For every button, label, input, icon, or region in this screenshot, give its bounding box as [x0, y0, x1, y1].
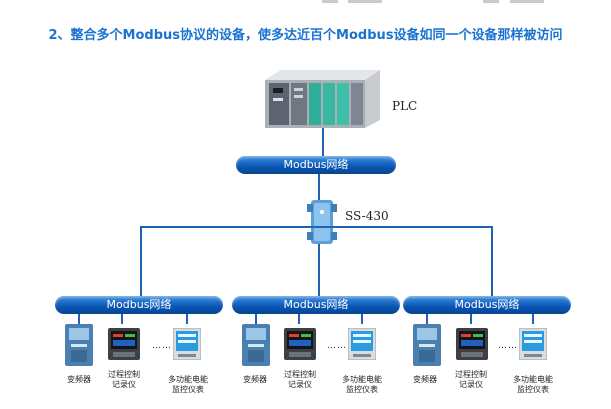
device-label-recorder: 过程控制 记录仪	[108, 370, 140, 389]
top-modbus-bus: Modbus网络	[236, 156, 396, 174]
group-1-stub-1	[78, 314, 80, 324]
more-devices-ellipsis: ……	[152, 341, 172, 351]
drop-wire-left	[140, 226, 142, 296]
plc-label: PLC	[392, 99, 418, 113]
device-label-inverter: 变频器	[243, 375, 267, 384]
diagram-heading: 2、整合多个Modbus协议的设备，使多达近百个Modbus设备如同一个设备那样…	[48, 28, 563, 43]
frequency-inverter-image	[413, 324, 441, 366]
process-recorder-image	[284, 328, 316, 360]
device-label-recorder: 过程控制 记录仪	[284, 370, 316, 389]
group-3-stub-1	[426, 314, 428, 324]
frequency-inverter-image	[242, 324, 270, 366]
group-1-stub-3	[186, 314, 188, 324]
group-1-stub-2	[121, 314, 123, 324]
bus-to-gateway-wire	[318, 174, 320, 201]
power-meter-image	[519, 328, 547, 360]
distribution-wire-horizontal	[140, 226, 493, 228]
device-label-power-meter: 多功能电能 监控仪表	[168, 375, 208, 394]
plc-rack-image	[265, 70, 380, 128]
device-label-power-meter: 多功能电能 监控仪表	[513, 375, 553, 394]
drop-wire-middle	[318, 244, 320, 296]
device-label-power-meter: 多功能电能 监控仪表	[342, 375, 382, 394]
gateway-label: SS-430	[345, 209, 389, 223]
process-recorder-image	[108, 328, 140, 360]
device-label-recorder: 过程控制 记录仪	[455, 370, 487, 389]
more-devices-ellipsis: ……	[327, 341, 347, 351]
plc-to-bus-wire	[322, 128, 324, 156]
cropped-top-strip	[0, 0, 611, 6]
process-recorder-image	[456, 328, 488, 360]
more-devices-ellipsis: ……	[498, 341, 518, 351]
ss430-gateway-image	[307, 200, 337, 244]
device-label-inverter: 变频器	[413, 375, 437, 384]
power-meter-image	[173, 328, 201, 360]
group-2-modbus-bus: Modbus网络	[232, 296, 400, 314]
group-1-modbus-bus: Modbus网络	[55, 296, 223, 314]
group-3-stub-2	[470, 314, 472, 324]
group-2-stub-1	[255, 314, 257, 324]
group-3-stub-3	[532, 314, 534, 324]
power-meter-image	[348, 328, 376, 360]
group-2-stub-3	[361, 314, 363, 324]
device-label-inverter: 变频器	[67, 375, 91, 384]
frequency-inverter-image	[65, 324, 93, 366]
group-3-modbus-bus: Modbus网络	[403, 296, 571, 314]
group-2-stub-2	[298, 314, 300, 324]
drop-wire-right	[491, 226, 493, 296]
